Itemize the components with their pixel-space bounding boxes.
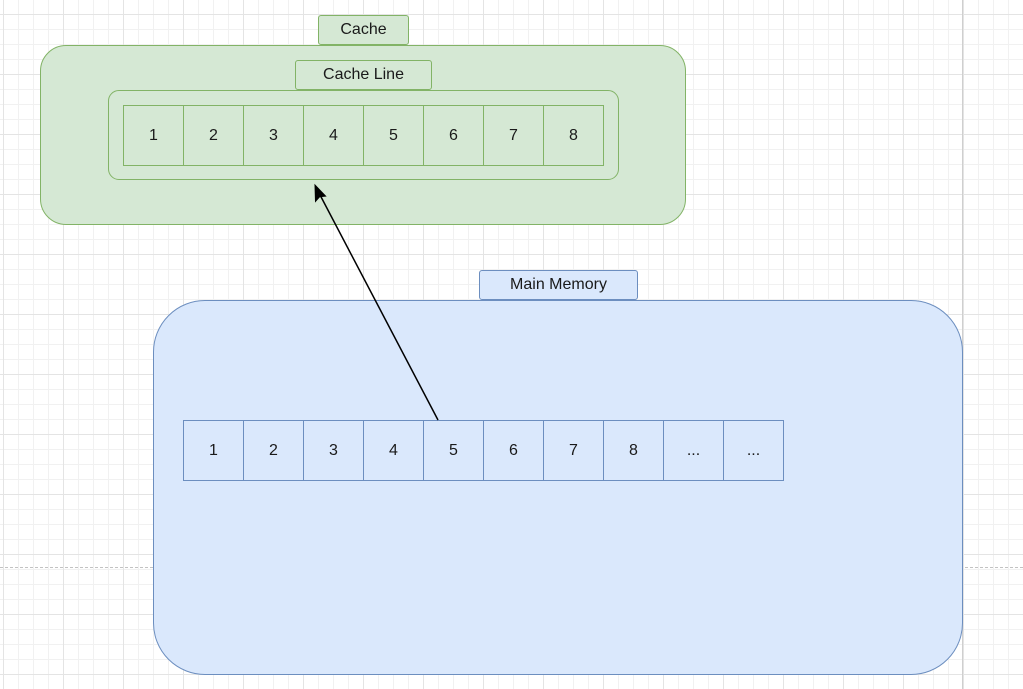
- main-memory-label[interactable]: Main Memory: [479, 270, 638, 300]
- cache-line-cell-3[interactable]: 3: [243, 105, 304, 166]
- cache-line-cell-4[interactable]: 4: [303, 105, 364, 166]
- memory-cell-4[interactable]: 4: [363, 420, 424, 481]
- memory-cell-2[interactable]: 2: [243, 420, 304, 481]
- memory-cell-5[interactable]: 5: [423, 420, 484, 481]
- cache-line-cell-1[interactable]: 1: [123, 105, 184, 166]
- cache-line-label[interactable]: Cache Line: [295, 60, 432, 90]
- cache-line-cell-7[interactable]: 7: [483, 105, 544, 166]
- cache-line-cell-8[interactable]: 8: [543, 105, 604, 166]
- memory-cell-7[interactable]: 7: [543, 420, 604, 481]
- cache-line-cell-6[interactable]: 6: [423, 105, 484, 166]
- cache-line-cell-2[interactable]: 2: [183, 105, 244, 166]
- memory-cell-8[interactable]: 8: [603, 420, 664, 481]
- cache-line-cell-5[interactable]: 5: [363, 105, 424, 166]
- memory-cell-6[interactable]: 6: [483, 420, 544, 481]
- memory-cell-ellipsis-1[interactable]: ...: [663, 420, 724, 481]
- memory-cell-ellipsis-2[interactable]: ...: [723, 420, 784, 481]
- cache-label[interactable]: Cache: [318, 15, 409, 45]
- main-memory-container[interactable]: [153, 300, 963, 675]
- memory-cell-3[interactable]: 3: [303, 420, 364, 481]
- memory-cell-1[interactable]: 1: [183, 420, 244, 481]
